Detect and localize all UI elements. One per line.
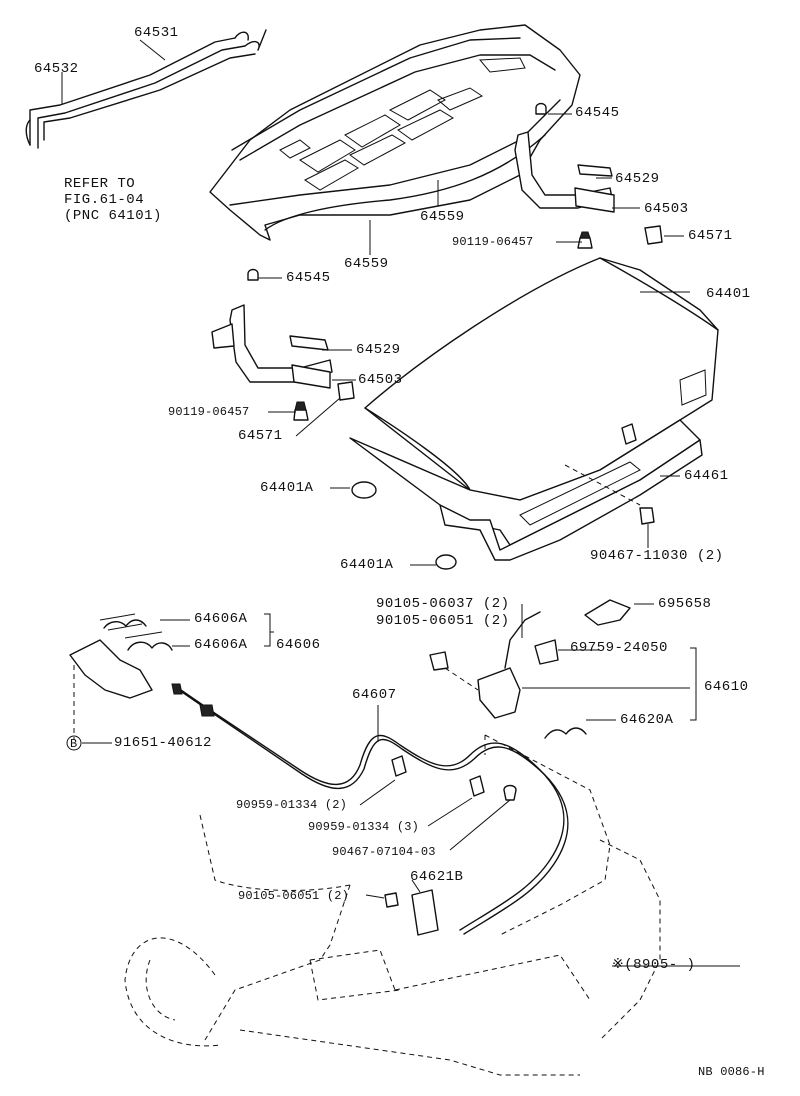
footer-code: NB 0086-H xyxy=(698,1065,765,1079)
latch-left xyxy=(66,613,173,751)
label-64545-top: 64545 xyxy=(575,105,620,121)
label-64610: 64610 xyxy=(704,679,749,695)
label-91651-mark: B xyxy=(70,737,78,751)
label-64606: 64606 xyxy=(276,637,321,653)
label-64571-left: 64571 xyxy=(238,428,283,444)
latch-right xyxy=(429,599,631,739)
torsion-bars xyxy=(25,29,267,149)
label-64559-mid: 64559 xyxy=(420,209,465,225)
label-64607: 64607 xyxy=(352,687,397,703)
label-64545-left: 64545 xyxy=(286,270,331,286)
ref-note-line3: (PNC 64101) xyxy=(64,208,162,224)
label-64532: 64532 xyxy=(34,61,79,77)
label-64401A-2: 64401A xyxy=(340,557,394,573)
hinge-right xyxy=(514,102,663,249)
label-64571-right: 64571 xyxy=(688,228,733,244)
label-90959-2: 90959-01334 (2) xyxy=(236,798,348,812)
release-cable xyxy=(171,683,569,935)
date-note: ※(8905- ) xyxy=(612,957,696,973)
label-64606A-1: 64606A xyxy=(194,611,248,627)
ref-note-line2: FIG.61-04 xyxy=(64,192,145,208)
label-69759-24050: 69759-24050 xyxy=(570,640,668,656)
bumpers xyxy=(351,481,457,570)
label-64461: 64461 xyxy=(684,468,729,484)
label-64531: 64531 xyxy=(134,25,179,41)
hinge-left xyxy=(211,268,355,421)
label-64620A: 64620A xyxy=(620,712,674,728)
label-90467-07104: 90467-07104-03 xyxy=(332,845,436,859)
label-64503-right: 64503 xyxy=(644,201,689,217)
car-body-outline xyxy=(124,734,661,1076)
trunk-lid-trim xyxy=(519,461,655,526)
label-64529-left: 64529 xyxy=(356,342,401,358)
label-695658: 695658 xyxy=(658,596,712,612)
label-90467-11030: 90467-11030 (2) xyxy=(590,548,724,564)
label-64529-right: 64529 xyxy=(615,171,660,187)
label-90119-left: 90119-06457 xyxy=(168,405,250,419)
ref-note-line1: REFER TO xyxy=(64,176,136,192)
label-90119-right: 90119-06457 xyxy=(452,235,534,249)
label-64559-low: 64559 xyxy=(344,256,389,272)
label-90105-06051-low: 90105-06051 (2) xyxy=(238,889,350,903)
label-90105-06051-top: 90105-06051 (2) xyxy=(376,613,510,629)
clamps xyxy=(384,755,517,936)
label-64503-left: 64503 xyxy=(358,372,403,388)
label-90105-06037: 90105-06037 (2) xyxy=(376,596,510,612)
label-64401: 64401 xyxy=(706,286,751,302)
label-64621B: 64621B xyxy=(410,869,464,885)
label-64606A-2: 64606A xyxy=(194,637,248,653)
label-91651-40612: 91651-40612 xyxy=(114,735,212,751)
label-90959-3: 90959-01334 (3) xyxy=(308,820,420,834)
leader-lines xyxy=(61,39,740,967)
label-64401A-1: 64401A xyxy=(260,480,314,496)
